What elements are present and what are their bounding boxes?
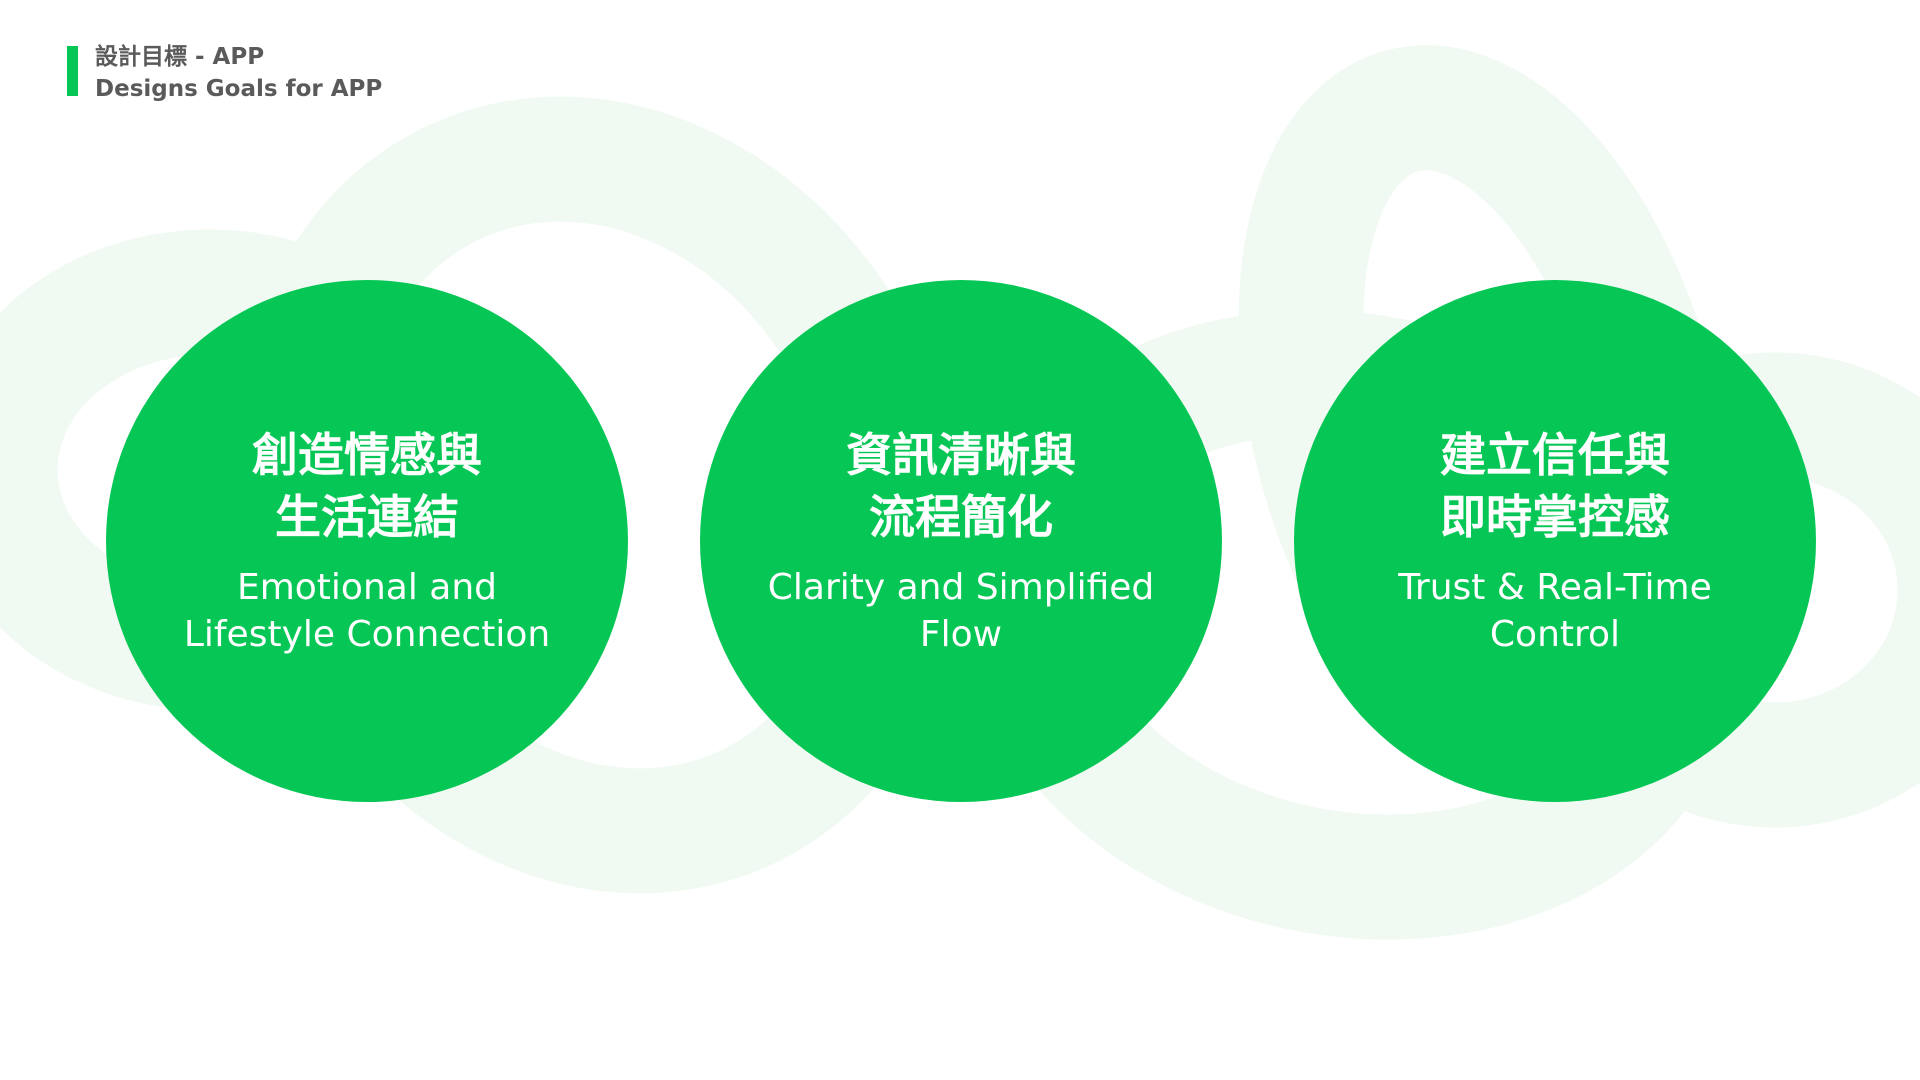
- section-header: 設計目標 - APP Designs Goals for APP: [67, 41, 382, 105]
- goal-circle-emotional-connection: 創造情感與 生活連結 Emotional and Lifestyle Conne…: [106, 280, 628, 802]
- header-title-zh: 設計目標 - APP: [95, 44, 265, 70]
- accent-bar: [67, 46, 78, 96]
- goal-circle-trust-control: 建立信任與 即時掌控感 Trust & Real-Time Control: [1294, 280, 1816, 802]
- header-title-en: Designs Goals for APP: [95, 76, 383, 102]
- goal-title-en: Trust & Real-Time Control: [1398, 567, 1712, 655]
- goal-title-en: Emotional and Lifestyle Connection: [183, 567, 551, 655]
- goal-title-zh: 資訊清晰與 流程簡化: [846, 428, 1076, 544]
- goal-title-zh: 創造情感與 生活連結: [252, 428, 482, 544]
- goal-circle-clarity-flow: 資訊清晰與 流程簡化 Clarity and Simplified Flow: [700, 280, 1222, 802]
- goal-title-en: Clarity and Simplified Flow: [767, 567, 1155, 655]
- header-text: 設計目標 - APP Designs Goals for APP: [95, 41, 382, 105]
- goal-title-zh: 建立信任與 即時掌控感: [1440, 428, 1670, 544]
